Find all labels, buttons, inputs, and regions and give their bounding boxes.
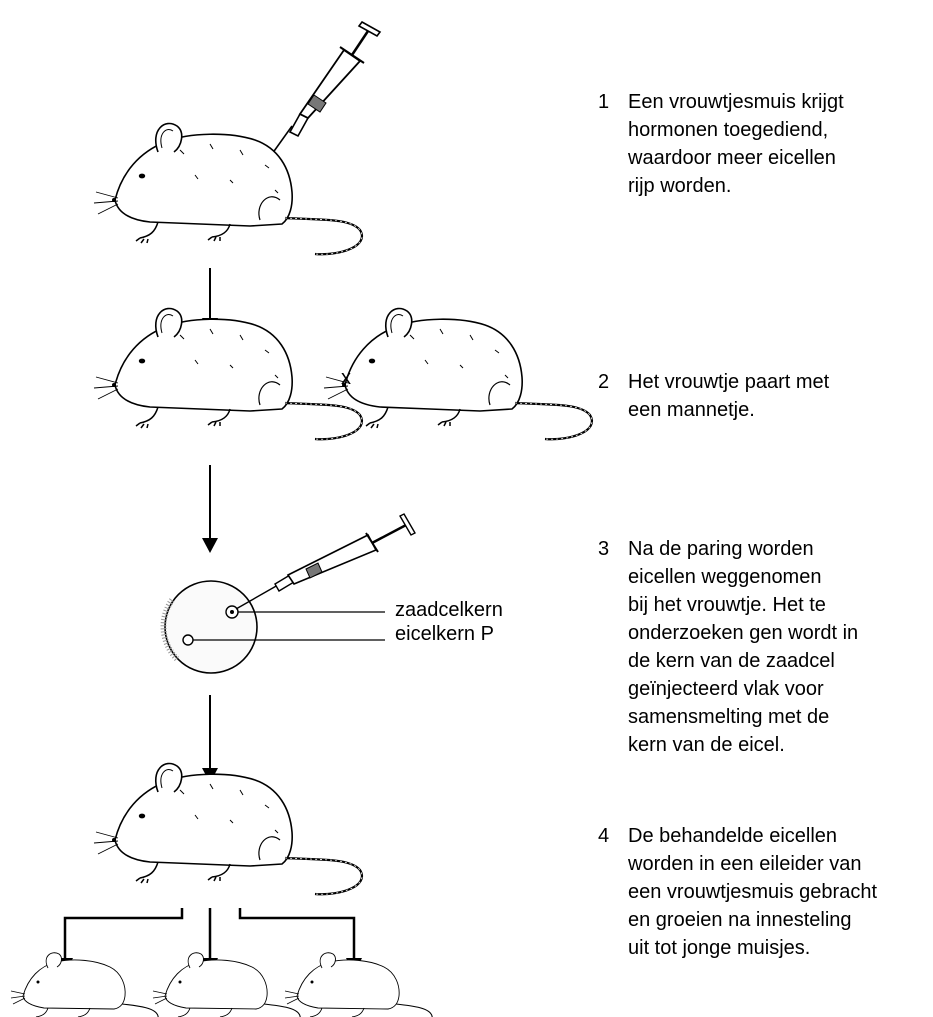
mouse-icon [284, 952, 433, 1017]
syringe-icon [235, 513, 416, 610]
mouse-icon [322, 307, 594, 441]
mouse-icon [152, 952, 301, 1017]
step-number: 1 [598, 91, 610, 113]
step-text: De behandelde eicellen worden in een eil… [628, 825, 878, 959]
mouse-icon [92, 307, 364, 441]
step-text: Na de paring worden eicellen weggenomen … [628, 538, 859, 756]
egg-cell-icon [160, 580, 258, 674]
step-number: 4 [598, 825, 610, 847]
step-text: Een vrouwtjesmuis krijgt hormonen toeged… [628, 91, 844, 197]
step-number: 3 [598, 538, 610, 560]
mouse-icon [10, 952, 159, 1017]
syringe-icon [261, 20, 382, 169]
sperm-nucleus-label: zaadcelkern [395, 599, 503, 621]
arrow-down-icon [202, 465, 218, 553]
arrow-down-icon [202, 695, 218, 783]
step-number: 2 [598, 371, 610, 393]
mouse-icon [92, 122, 364, 256]
egg-nucleus-label: eicelkern P [395, 623, 494, 645]
step-text: Het vrouwtje paart met een mannetje. [628, 371, 830, 421]
cross-symbol: x [341, 367, 351, 389]
mouse-icon [92, 762, 364, 896]
